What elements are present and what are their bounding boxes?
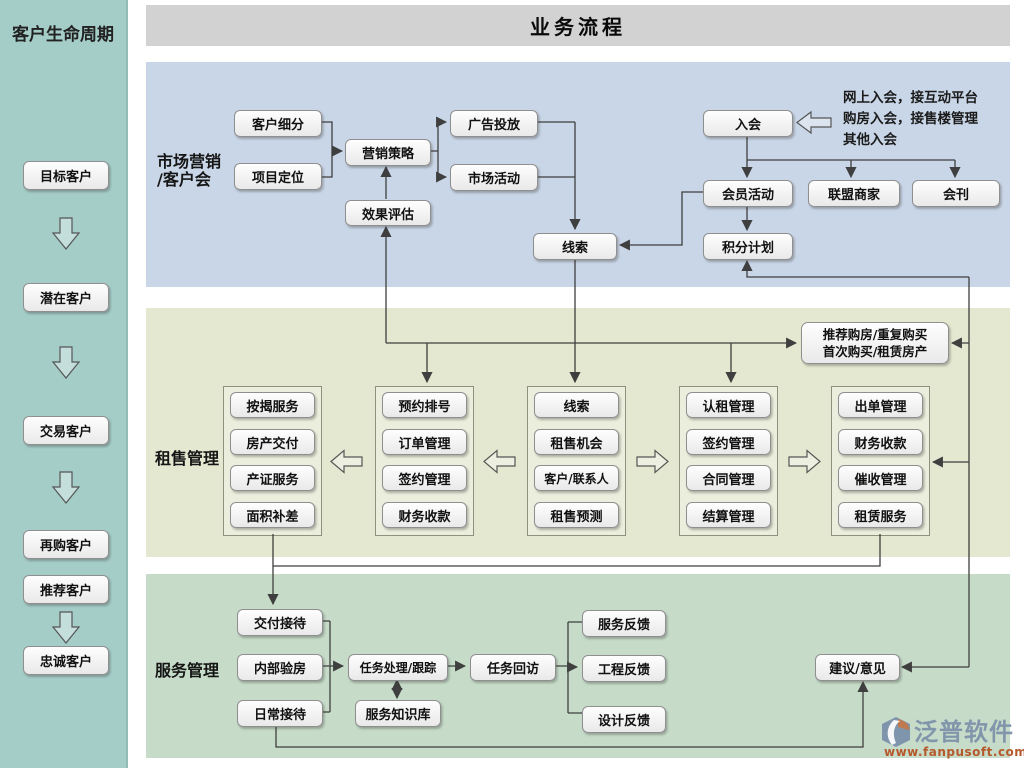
node-market-campaign: 市场活动	[450, 164, 538, 191]
node-rental-leads: 线索	[534, 392, 619, 418]
fanpu-logo: 泛普软件 www.fanpusoft.com	[880, 716, 1024, 759]
band-service-label: 服务管理	[155, 661, 220, 680]
node-task-return-visit: 任务回访	[470, 654, 556, 681]
node-internal-inspection: 内部验房	[237, 654, 323, 681]
node-certificate-service: 产证服务	[230, 465, 315, 491]
node-mortgage-service: 按揭服务	[230, 392, 315, 418]
stage-referral-customer: 推荐客户	[23, 575, 109, 604]
sidebar-title: 客户生命周期	[12, 25, 114, 45]
node-rental-forecast: 租售预测	[534, 502, 619, 528]
fanpu-logo-icon	[882, 717, 910, 747]
page-title: 业务流程	[146, 5, 1010, 46]
stage-potential-customer: 潜在客户	[23, 283, 109, 312]
node-order-management: 订单管理	[382, 429, 467, 455]
node-alliance-merchants: 联盟商家	[808, 180, 900, 207]
stage-repurchase-customer: 再购客户	[23, 530, 109, 559]
node-finance-collection-2: 财务收款	[838, 429, 923, 455]
node-member-activity: 会员活动	[703, 180, 793, 207]
node-daily-reception: 日常接待	[237, 700, 323, 727]
node-leads: 线索	[533, 233, 617, 260]
node-signing-management-2: 签约管理	[686, 429, 771, 455]
node-contract-management: 合同管理	[686, 465, 771, 491]
node-leasing-service: 租赁服务	[838, 502, 923, 528]
node-finance-collection: 财务收款	[382, 502, 467, 528]
node-service-knowledge-base: 服务知识库	[355, 700, 441, 727]
stage-transaction-customer: 交易客户	[23, 416, 109, 445]
node-delivery-reception: 交付接待	[237, 609, 323, 636]
referral-purchase-box: 推荐购房/重复购买 首次购买/租赁房产	[801, 322, 949, 364]
node-reservation-numbering: 预约排号	[382, 392, 467, 418]
node-points-plan: 积分计划	[703, 233, 793, 260]
node-suggestions: 建议/意见	[815, 654, 900, 681]
node-collection-management: 催收管理	[838, 465, 923, 491]
node-customer-segmentation: 客户细分	[234, 110, 322, 137]
node-area-adjustment: 面积补差	[230, 502, 315, 528]
node-member-journal: 会刊	[912, 180, 1000, 207]
node-customer-contacts: 客户/联系人	[534, 465, 619, 491]
node-marketing-strategy: 营销策略	[345, 139, 431, 166]
node-task-processing: 任务处理/跟踪	[348, 654, 448, 681]
node-service-feedback: 服务反馈	[582, 610, 666, 637]
band-marketing-label: 市场营销 /客户会	[157, 152, 222, 189]
stage-loyal-customer: 忠诚客户	[23, 646, 109, 675]
fanpu-logo-url: www.fanpusoft.com	[884, 745, 1024, 759]
node-rental-opportunity: 租售机会	[534, 429, 619, 455]
band-rental-label: 租售管理	[155, 449, 220, 468]
stage-target-customer: 目标客户	[23, 161, 109, 190]
node-billing-management: 出单管理	[838, 392, 923, 418]
node-signing-management: 签约管理	[382, 465, 467, 491]
node-settlement-management: 结算管理	[686, 502, 771, 528]
node-effect-evaluation: 效果评估	[345, 200, 431, 226]
node-ad-placement: 广告投放	[450, 110, 538, 137]
node-property-delivery: 房产交付	[230, 429, 315, 455]
fanpu-logo-name: 泛普软件	[914, 718, 1014, 746]
join-annotation: 网上入会，接互动平台 购房入会，接售楼管理 其他入会	[843, 90, 978, 148]
node-membership-join: 入会	[703, 110, 793, 137]
node-project-positioning: 项目定位	[234, 163, 322, 190]
node-design-feedback: 设计反馈	[582, 706, 666, 733]
node-engineering-feedback: 工程反馈	[582, 655, 666, 682]
node-rent-recognition: 认租管理	[686, 392, 771, 418]
